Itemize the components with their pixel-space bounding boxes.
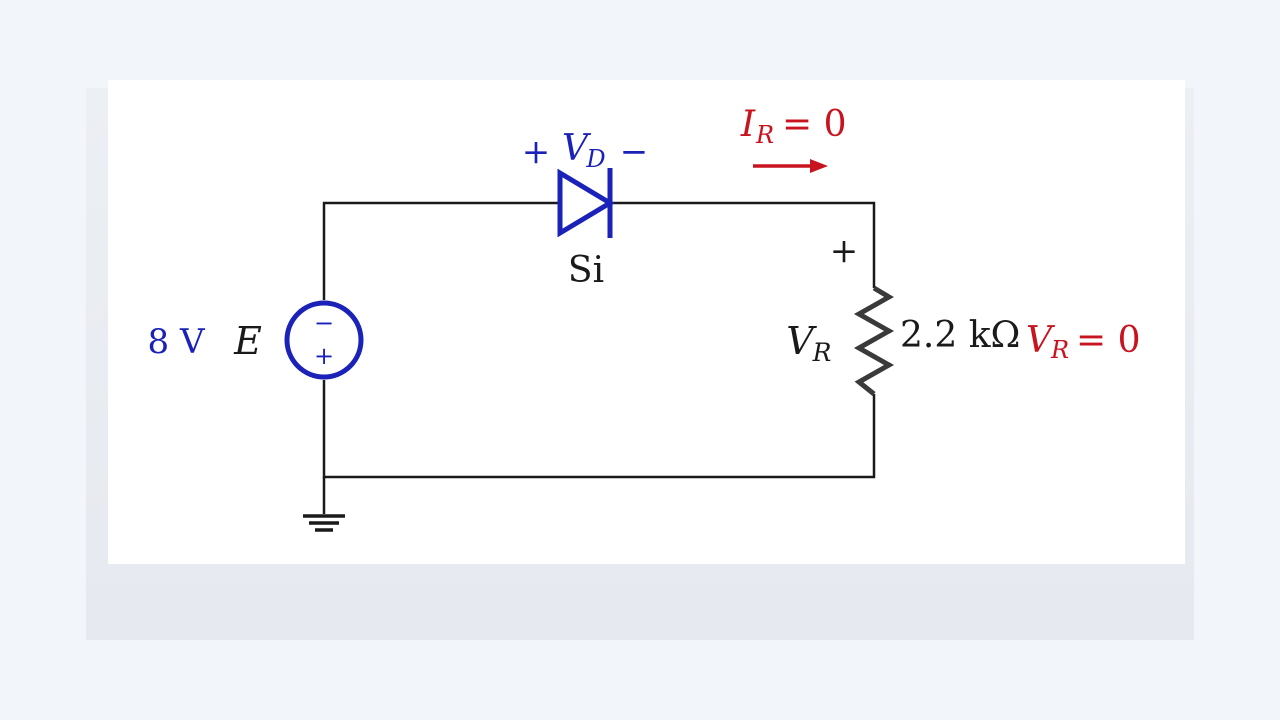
current-subscript: R: [755, 121, 774, 149]
wires: [322, 201, 876, 514]
resistor-zigzag: [853, 285, 895, 396]
wire-top-right: [610, 201, 876, 288]
ground-symbol: [303, 514, 345, 532]
voltage-source-circle: [284, 300, 364, 380]
voltage-source: − +: [284, 300, 364, 380]
resistor-voltage-symbol: V: [786, 319, 817, 363]
source-plus-sign: +: [314, 342, 334, 370]
wire-top-left: [322, 201, 558, 300]
current-symbol: I: [740, 104, 756, 145]
current-arrow: [753, 159, 828, 173]
diode-voltage-symbol: V: [562, 128, 592, 169]
source-minus-sign: −: [314, 309, 334, 337]
source-value-label: 8 V: [148, 322, 206, 362]
resistor-voltage-subscript: R: [812, 338, 832, 367]
circuit-figure: [108, 80, 1185, 564]
diode-voltage-subscript: D: [585, 145, 605, 173]
diode-minus-sign: −: [620, 132, 649, 172]
diode-material-label: Si: [568, 250, 604, 291]
diode-triangle: [557, 168, 615, 238]
current-equals: = 0: [782, 104, 847, 145]
result-equals: = 0: [1076, 320, 1141, 361]
resistor-plus-sign: +: [830, 231, 859, 271]
result-voltage-subscript: R: [1050, 336, 1069, 364]
resistor-value-label: 2.2 kΩ: [900, 315, 1020, 356]
diode: [557, 168, 615, 238]
source-name-label: E: [233, 319, 262, 363]
wire-bottom: [322, 380, 876, 479]
diode-plus-sign: +: [522, 132, 551, 172]
result-voltage-symbol: V: [1026, 320, 1056, 361]
